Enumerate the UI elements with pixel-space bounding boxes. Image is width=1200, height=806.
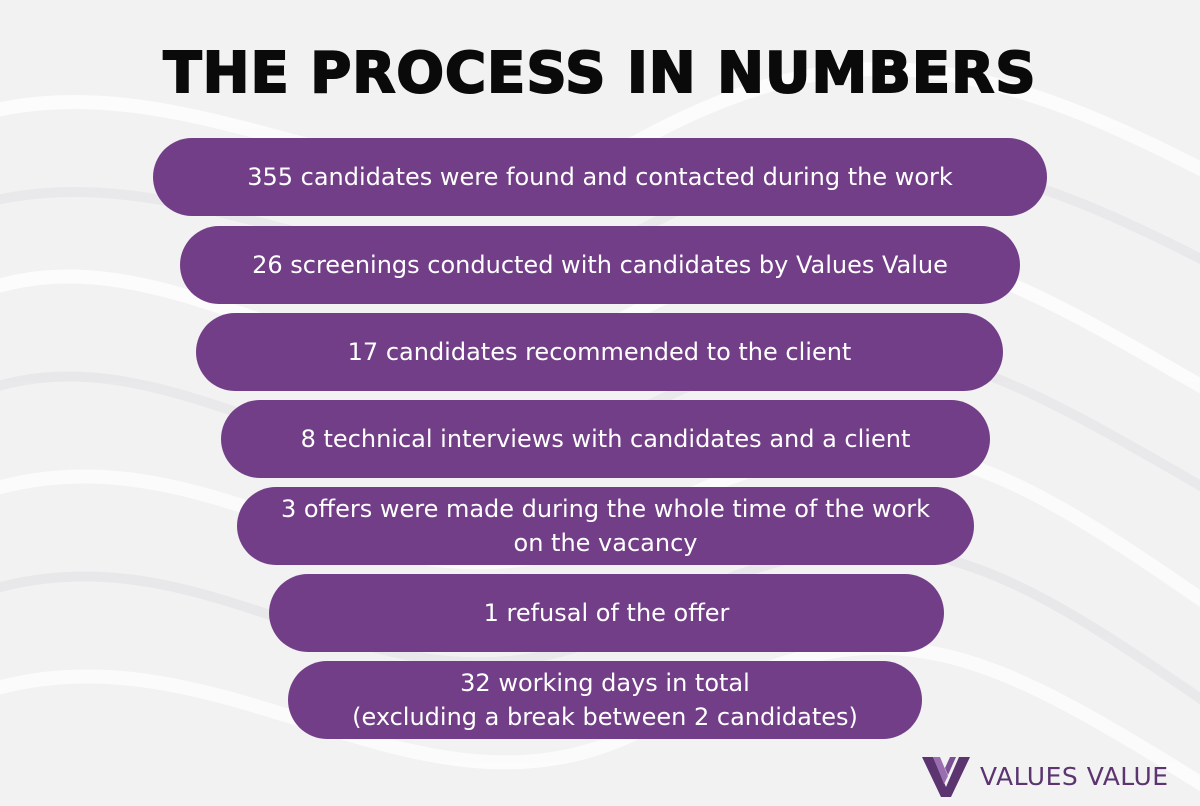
funnel-step-6-label: 1 refusal of the offer xyxy=(483,599,730,627)
funnel-step-3-label: 17 candidates recommended to the client xyxy=(347,338,852,366)
funnel-step-1: 355 candidates were found and contacted … xyxy=(153,138,1047,216)
funnel-step-6: 1 refusal of the offer xyxy=(269,574,944,652)
funnel-step-1-label: 355 candidates were found and contacted … xyxy=(247,163,953,191)
funnel-step-2-label: 26 screenings conducted with candidates … xyxy=(252,251,948,279)
funnel-step-3: 17 candidates recommended to the client xyxy=(196,313,1003,391)
page-title: THE PROCESS IN NUMBERS xyxy=(162,40,1037,107)
funnel-step-4: 8 technical interviews with candidates a… xyxy=(221,400,990,478)
brand-name: VALUES VALUE xyxy=(980,761,1169,791)
values-value-logo-icon xyxy=(922,757,970,797)
brand-logo: VALUES VALUE xyxy=(920,752,1169,800)
funnel-step-2: 26 screenings conducted with candidates … xyxy=(180,226,1020,304)
funnel-step-5: 3 offers were made during the whole time… xyxy=(237,487,974,565)
funnel-step-5-label: 3 offers were made during the whole time… xyxy=(280,495,931,557)
funnel-step-4-label: 8 technical interviews with candidates a… xyxy=(300,425,911,453)
funnel-step-7-label: 32 working days in total (excluding a br… xyxy=(352,669,858,731)
funnel-step-7: 32 working days in total (excluding a br… xyxy=(288,661,922,739)
